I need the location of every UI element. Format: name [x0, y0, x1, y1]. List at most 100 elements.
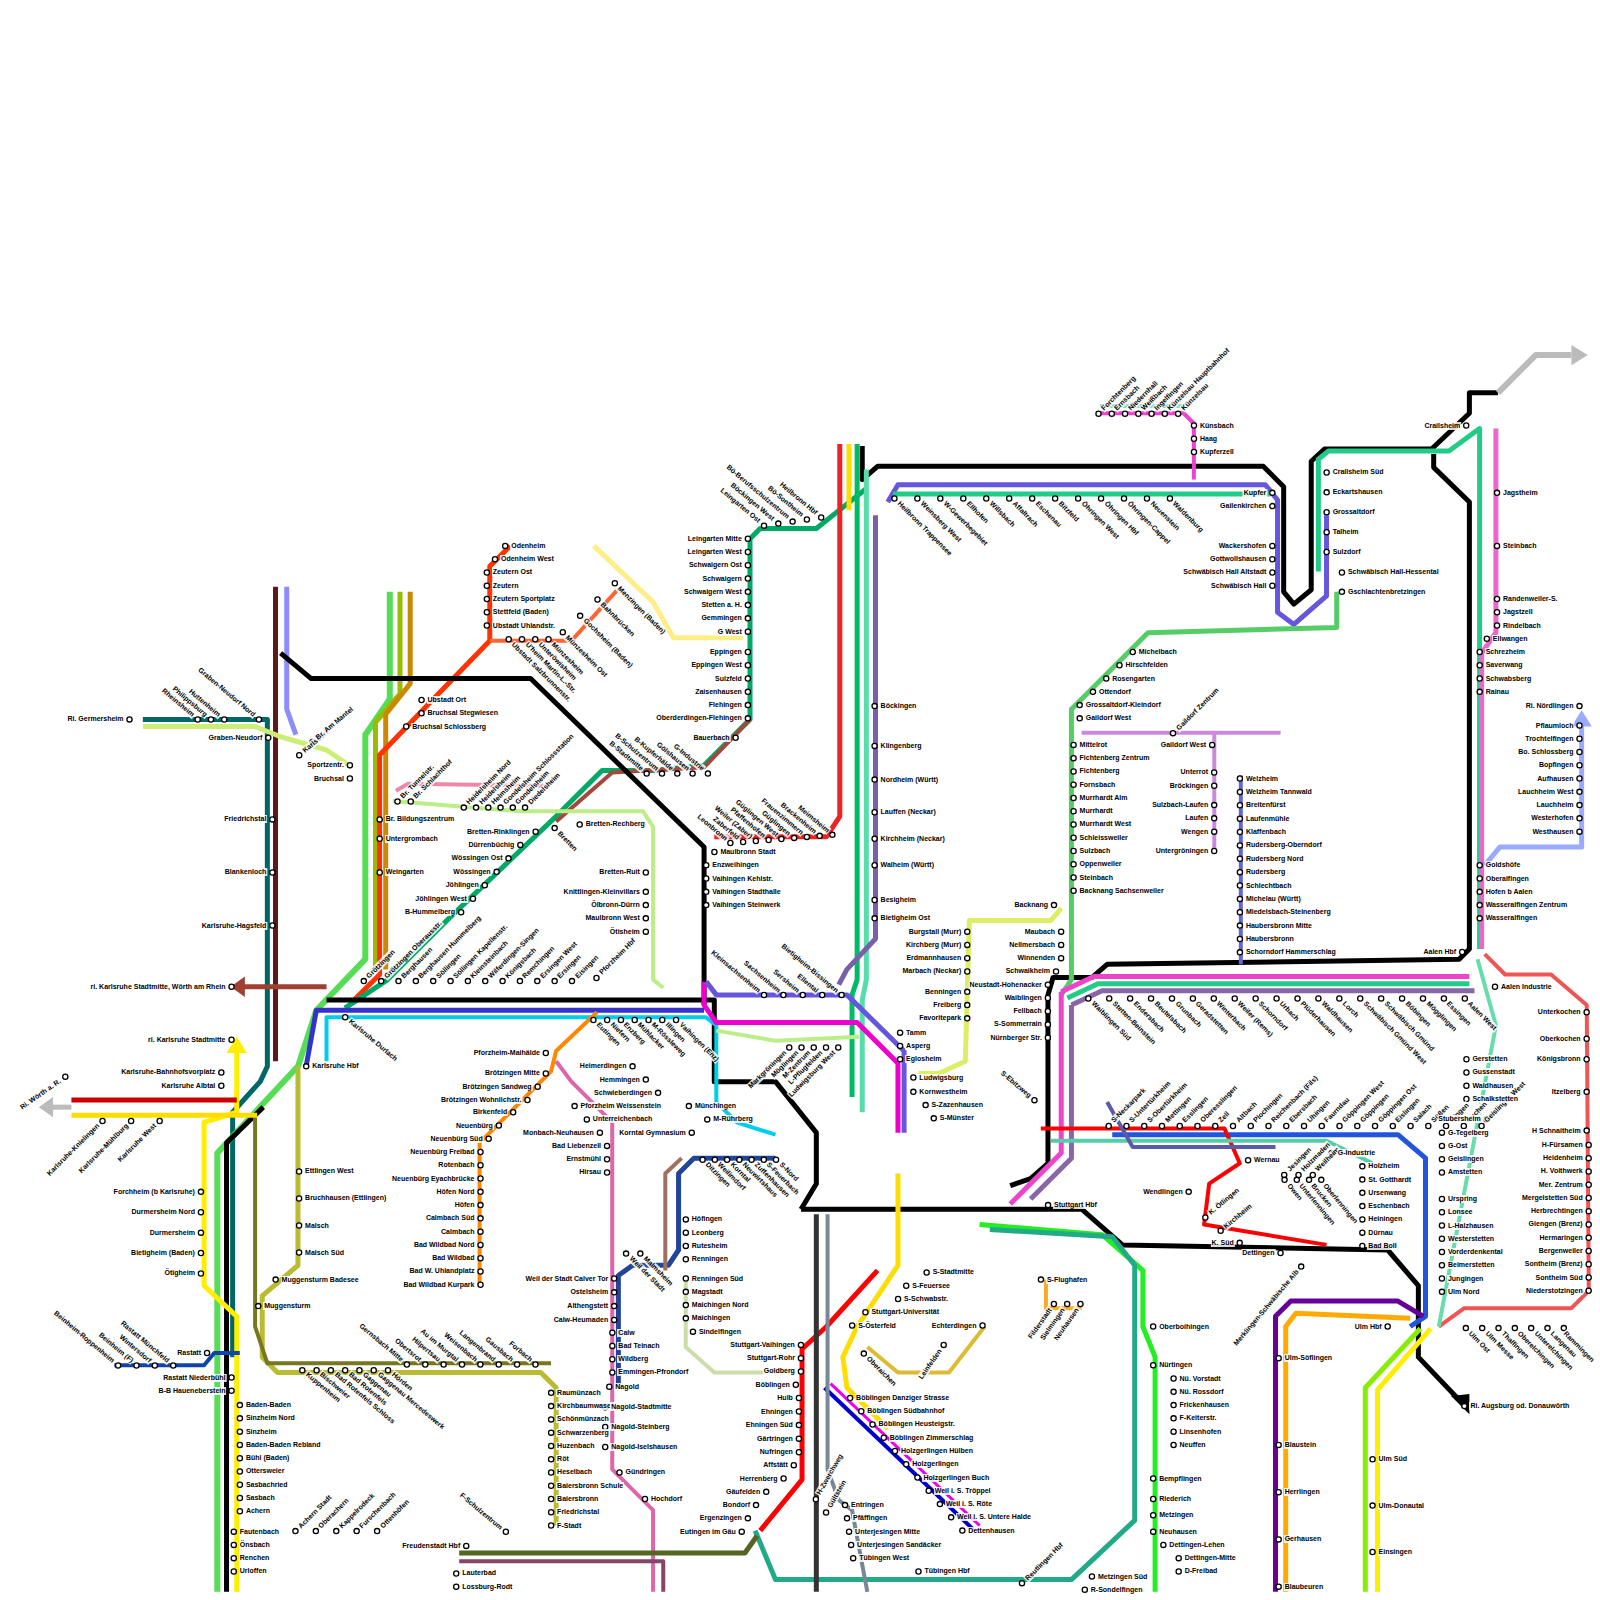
station-dot: [683, 1303, 688, 1308]
station-label: Gschlachtenbretzingen: [1347, 588, 1426, 596]
route-line: [459, 1536, 757, 1553]
station-label: Bergenweiler: [1538, 1247, 1584, 1255]
station-dot: [915, 1475, 920, 1480]
station-label: Calw-Heumaden: [553, 1316, 609, 1324]
station-dot: [1324, 549, 1329, 554]
station-label: Rudersberg-Oberndorf: [1245, 841, 1323, 849]
route-line: [1439, 959, 1496, 1326]
station-dot: [931, 1116, 936, 1121]
station-label: Herbrechtingen: [1530, 1207, 1584, 1215]
station-label: Asperg: [905, 1042, 931, 1050]
station-label: Ubstadt Ort: [427, 696, 468, 704]
station-label: Zeutern Sportplatz: [492, 595, 556, 603]
station-label: Karlsruhe-Knielingen: [45, 1122, 102, 1179]
station-label: Bad Wildbad Nord: [413, 1241, 476, 1249]
station-label: Sulzdorf: [1332, 548, 1362, 556]
station-dot: [503, 543, 508, 548]
station-dot: [100, 1118, 105, 1123]
station-dot: [533, 829, 538, 834]
station-dot: [1151, 1324, 1156, 1329]
station-label: Bad Boll: [1367, 1242, 1397, 1250]
station-dot: [1071, 875, 1076, 880]
station-dot: [486, 1136, 491, 1141]
station-dot: [1142, 1123, 1147, 1128]
station-label: Friedrichstal: [223, 815, 267, 823]
station-label: S-Feuersee: [911, 1282, 951, 1290]
station-label: Vaihingen Steinwerk: [711, 901, 781, 909]
station-label: D-Freibad: [1184, 1567, 1219, 1575]
station-dot: [1059, 942, 1064, 947]
station-dot: [745, 549, 750, 554]
station-dot: [733, 735, 738, 740]
station-label: Tamm: [905, 1029, 927, 1037]
station-dot: [844, 1516, 849, 1521]
station-dot: [776, 521, 781, 526]
station-dot: [642, 1496, 647, 1501]
station-dot: [898, 1043, 903, 1048]
station-label: Schwieberdingen: [593, 1089, 653, 1097]
station-label: Jagstzell: [1502, 608, 1534, 616]
station-dot: [1584, 1010, 1589, 1015]
station-label: Achern: [245, 1507, 271, 1515]
station-label: Reutlingen Hbf: [1023, 1540, 1065, 1582]
station-label: S-Schwabstr.: [903, 1295, 949, 1303]
station-dot: [116, 1363, 121, 1368]
station-dot: [704, 876, 709, 881]
station-dot: [1301, 1123, 1306, 1128]
station-dot: [494, 869, 499, 874]
station-label: S-Münster: [939, 1114, 975, 1122]
route-line: [1010, 454, 1469, 1186]
station-label: Ölbronn-Dürrn: [590, 901, 641, 909]
station-dot: [1463, 1325, 1468, 1330]
station-label: Baden-Baden: [245, 1401, 292, 1409]
station-dot: [1212, 783, 1217, 788]
station-dot: [1306, 1177, 1311, 1182]
station-label: Karlsruhe Hbf: [311, 1062, 359, 1070]
station-dot: [1370, 1503, 1375, 1508]
station-dot: [478, 1229, 483, 1234]
station-label: Holzgerlingen Buch: [922, 1474, 990, 1482]
station-label: Weinsberg West: [918, 499, 963, 544]
station-label: Malsch Süd: [304, 1249, 345, 1257]
station-dot: [1355, 1123, 1360, 1128]
route-line: [71, 1098, 236, 1103]
station-dot: [1144, 496, 1149, 501]
station-label: Bad Teinach: [617, 1342, 660, 1350]
station-dot: [134, 1363, 139, 1368]
station-dot: [296, 1250, 301, 1255]
station-label: Schwäbisch Hall Altstadt: [1182, 568, 1267, 576]
station-dot: [655, 1090, 660, 1095]
station-dot: [231, 1542, 236, 1547]
station-label: Wasseralfingen Zentrum: [1485, 901, 1568, 909]
station-label: Pforzheim Weissenstein: [580, 1102, 662, 1110]
station-dot: [1439, 1130, 1444, 1135]
station-dot: [1477, 889, 1482, 894]
station-dot: [1098, 496, 1103, 501]
route-line: [327, 1017, 776, 1134]
station-dot: [1053, 969, 1058, 974]
station-dot: [1019, 1581, 1024, 1586]
station-dot: [483, 978, 488, 983]
station-label: Durmersheim: [149, 1229, 196, 1237]
station-label: G-Ost: [1447, 1142, 1468, 1150]
station-dot: [643, 1077, 648, 1082]
station-label: M-Rührberg: [712, 1115, 754, 1123]
station-dot: [1586, 1169, 1591, 1174]
station-dot: [604, 1170, 609, 1175]
station-label: Sulzbach: [1079, 847, 1112, 855]
station-label: Aalen Industrie: [1500, 983, 1553, 991]
station-dot: [1399, 996, 1404, 1001]
station-label: Westerstetten: [1447, 1235, 1495, 1243]
station-label: Welzheim Tannwald: [1245, 788, 1313, 796]
station-label: Eutingen im Gäu: [679, 1528, 737, 1536]
station-dot: [1237, 883, 1242, 888]
station-dot: [1439, 1276, 1444, 1281]
station-label: Rindelbach: [1502, 622, 1542, 630]
station-label: Dürnau: [1367, 1229, 1394, 1237]
station-dot: [1577, 803, 1582, 808]
station-dot: [745, 663, 750, 668]
station-dot: [1284, 1123, 1289, 1128]
station-label: Br. Bildungszentrum: [385, 815, 455, 823]
station-dot: [1191, 436, 1196, 441]
station-label: Blaustein: [1284, 1441, 1318, 1449]
